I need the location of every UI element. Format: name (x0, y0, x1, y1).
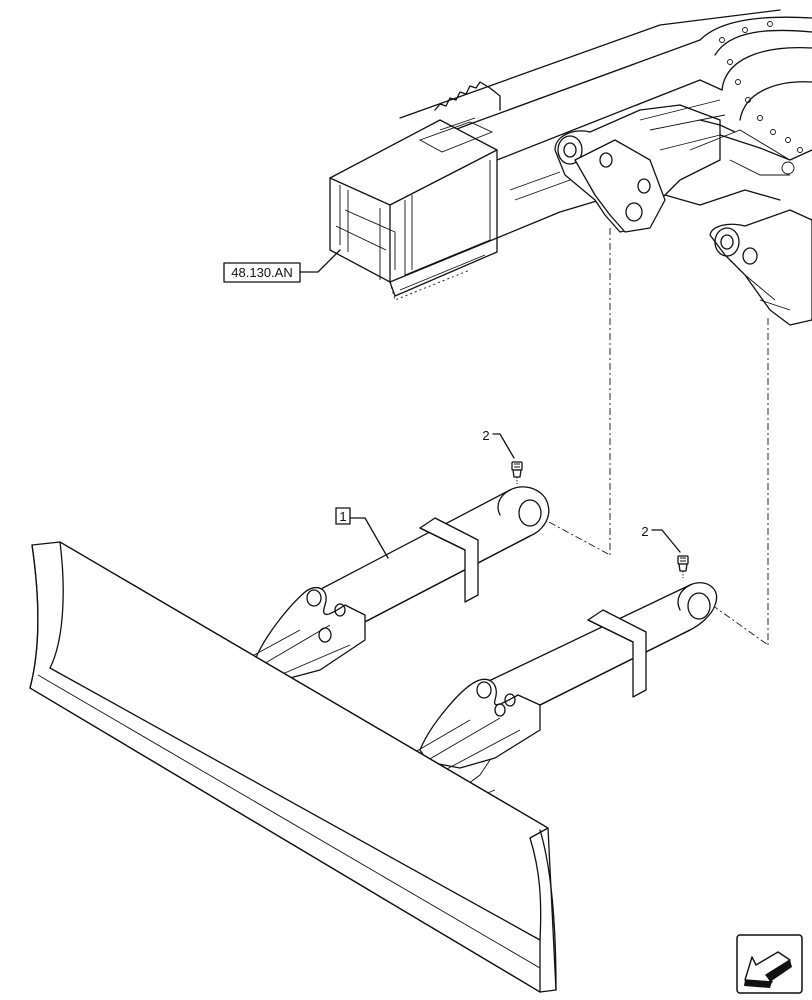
item-1-label: 1 (339, 509, 346, 524)
item-2b-label: 2 (641, 524, 648, 539)
dozer-blade (29, 486, 718, 993)
grease-fitting-1 (511, 461, 523, 484)
projection-lines (535, 228, 769, 646)
grease-fitting-2 (677, 555, 689, 578)
arrow-icon[interactable] (736, 934, 803, 994)
item-2b-callout: 2 (641, 524, 681, 553)
reference-label: 48.130.AN (231, 265, 292, 280)
item-2a-callout: 2 (482, 428, 515, 459)
item-2a-label: 2 (482, 428, 489, 443)
chassis-frame (329, 9, 812, 326)
reference-callout[interactable]: 48.130.AN (223, 249, 341, 283)
item-1-callout: 1 (335, 507, 389, 559)
